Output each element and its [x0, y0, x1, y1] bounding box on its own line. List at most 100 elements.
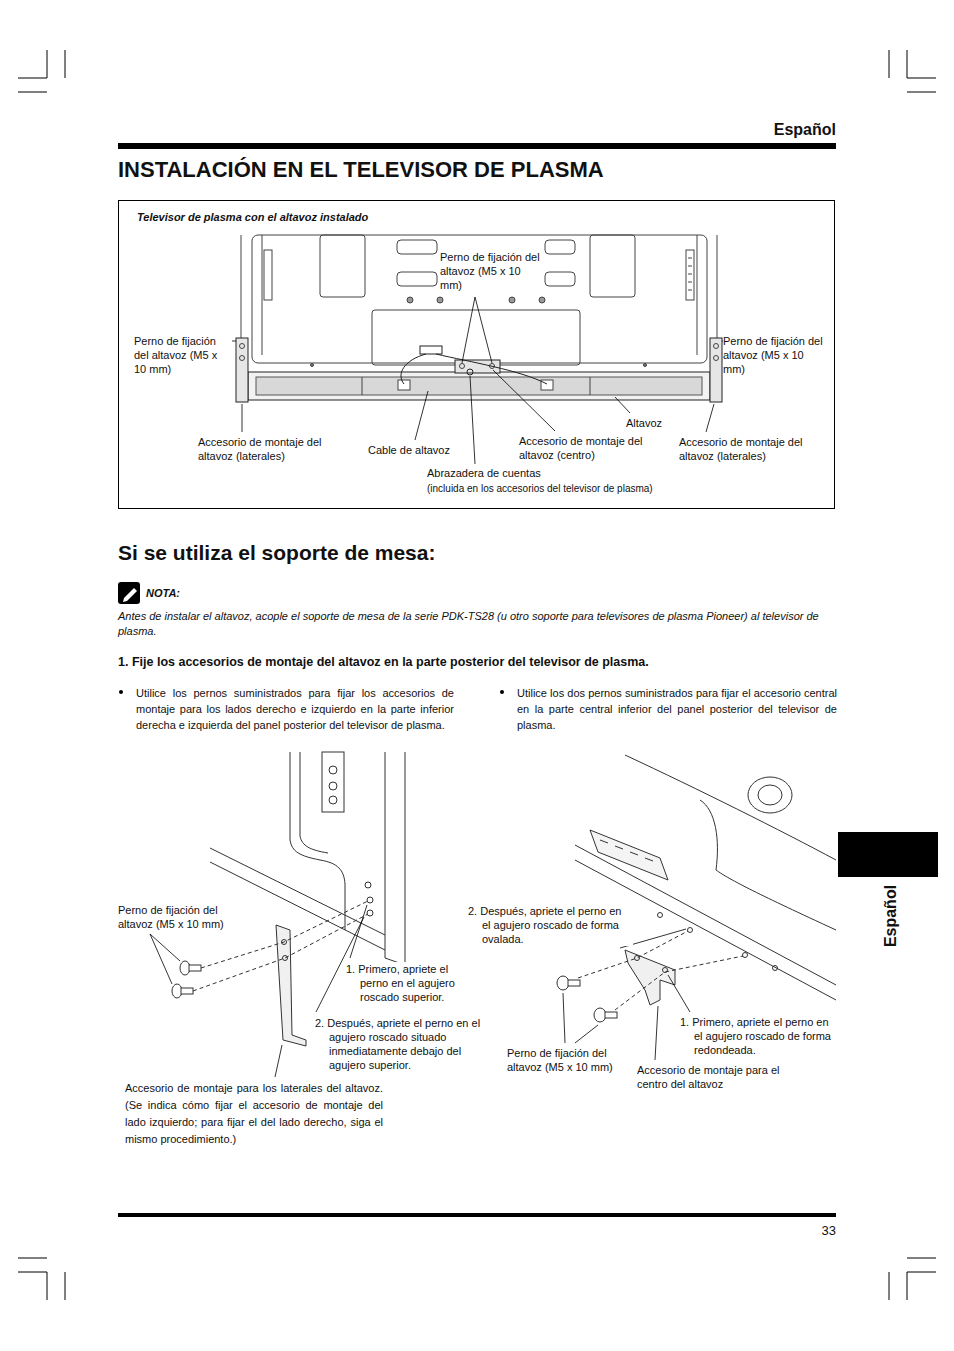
side-bracket-figure	[385, 752, 405, 965]
tv-rear-figure	[236, 338, 248, 402]
note-heading: NOTA:	[146, 586, 180, 600]
center-bracket-figure	[605, 1012, 617, 1018]
tv-rear-figure	[710, 338, 722, 402]
part-label: Abrazadera de cuentas	[427, 466, 541, 480]
part-label: Accesorio de montaje del altavoz (latera…	[679, 435, 819, 463]
side-bracket-figure	[210, 848, 385, 950]
note-icon	[118, 582, 140, 604]
side-bracket-figure	[189, 965, 201, 971]
crop-marks	[65, 50, 66, 78]
step-heading: 1. Fije los accesorios de montaje del al…	[118, 654, 838, 670]
center-bracket-figure	[758, 785, 782, 805]
tv-rear-figure	[264, 250, 272, 300]
part-label: Accesorio de montaje del altavoz (centro…	[519, 434, 651, 462]
leader-lines	[655, 1006, 658, 1060]
center-bracket-figure	[557, 976, 569, 990]
tv-rear-figure	[262, 235, 697, 355]
figure-caption: Televisor de plasma con el altavoz insta…	[137, 210, 816, 224]
tv-rear-figure	[539, 297, 545, 303]
center-bracket-figure	[743, 953, 748, 958]
side-bracket-figure	[329, 782, 337, 790]
language-tab: Español	[838, 832, 938, 877]
part-label: Accesorio de montaje para los laterales …	[125, 1080, 383, 1148]
part-label: Cable de altavoz	[368, 443, 450, 457]
tv-rear-figure	[688, 258, 692, 290]
leader-lines	[493, 370, 555, 431]
leader-lines	[462, 297, 492, 363]
tv-rear-figure	[362, 377, 590, 395]
center-bracket-figure	[600, 840, 653, 861]
crop-marks	[907, 50, 908, 78]
part-label: Accesorio de montaje del altavoz (latera…	[198, 435, 338, 463]
crop-marks	[47, 1272, 48, 1300]
tv-rear-figure	[256, 377, 702, 395]
side-bracket-figure	[365, 882, 371, 888]
center-bracket-figure	[568, 980, 580, 986]
tv-rear-figure	[320, 235, 365, 297]
crop-marks	[18, 92, 47, 93]
tv-rear-figure	[236, 235, 722, 402]
note-text: Antes de instalar el altavoz, acople el …	[118, 609, 838, 639]
center-bracket-figure	[700, 800, 836, 930]
tv-rear-figure	[401, 354, 426, 384]
center-bracket-figure	[625, 755, 836, 860]
note-icon	[118, 582, 140, 604]
section-heading: Si se utiliza el soporte de mesa:	[118, 540, 435, 566]
leader-lines	[563, 993, 598, 1043]
language-header: Español	[700, 120, 836, 140]
step-callout: 1. Primero, apriete el perno en el aguje…	[680, 1015, 840, 1057]
leader-lines	[668, 975, 690, 1012]
center-bracket-figure	[615, 956, 743, 1010]
language-tab-label: Español	[884, 885, 898, 947]
side-bracket-figure	[367, 910, 373, 916]
center-bracket-figure	[688, 928, 693, 933]
crop-marks	[18, 50, 936, 1300]
crop-marks	[18, 1258, 47, 1259]
tv-rear-figure	[545, 240, 575, 254]
page-title: INSTALACIÓN EN EL TELEVISOR DE PLASMA	[118, 156, 604, 184]
leader-lines	[415, 391, 428, 440]
side-bracket-figure	[367, 897, 373, 903]
leader-lines	[470, 376, 475, 464]
side-bracket-figure	[276, 925, 306, 1046]
center-bracket-figure	[748, 777, 792, 813]
side-bracket-figure	[329, 766, 337, 774]
center-bracket-figure	[557, 755, 836, 1022]
tv-rear-figure	[686, 250, 694, 300]
leader-lines	[232, 341, 726, 342]
tv-rear-figure	[420, 346, 442, 354]
tv-rear-figure	[252, 235, 707, 363]
tv-rear-figure	[397, 272, 437, 286]
crop-marks	[18, 1272, 47, 1273]
step-callout: 1. Primero, apriete el perno en el aguje…	[346, 962, 471, 1004]
side-bracket-figure	[290, 752, 345, 930]
crop-marks	[47, 50, 48, 78]
crop-marks	[65, 1272, 66, 1300]
crop-marks	[889, 50, 890, 78]
part-label: Perno de fijación del altavoz (M5 x 10 m…	[723, 334, 823, 376]
crop-marks	[907, 92, 936, 93]
tv-rear-figure	[398, 380, 410, 390]
leader-lines	[350, 905, 367, 958]
tv-rear-figure	[436, 354, 547, 384]
part-label-note: (incluida en los accesorios del televiso…	[427, 482, 653, 496]
part-label: Perno de fijación del altavoz (M5 x 10 m…	[118, 903, 248, 931]
center-bracket-figure	[590, 830, 668, 880]
crop-marks	[907, 1258, 936, 1259]
part-label: Perno de fijación del altavoz (M5 x 10 m…	[134, 334, 232, 376]
leader-lines	[615, 397, 630, 413]
tv-rear-figure	[590, 235, 635, 297]
bullet-text: Utilice los pernos suministrados para fi…	[136, 685, 454, 733]
tv-rear-figure	[460, 364, 465, 369]
side-bracket-figure	[329, 796, 337, 804]
note-icon	[123, 588, 137, 602]
tv-rear-figure	[545, 272, 575, 286]
leader-lines	[706, 404, 714, 432]
page-number: 33	[780, 1223, 836, 1239]
part-label: Perno de fijación del altavoz (M5 x 10 m…	[507, 1046, 637, 1074]
tv-rear-figure	[240, 344, 245, 349]
side-bracket-figure	[181, 988, 193, 994]
header-rule	[118, 143, 836, 149]
leader-lines	[242, 404, 243, 432]
